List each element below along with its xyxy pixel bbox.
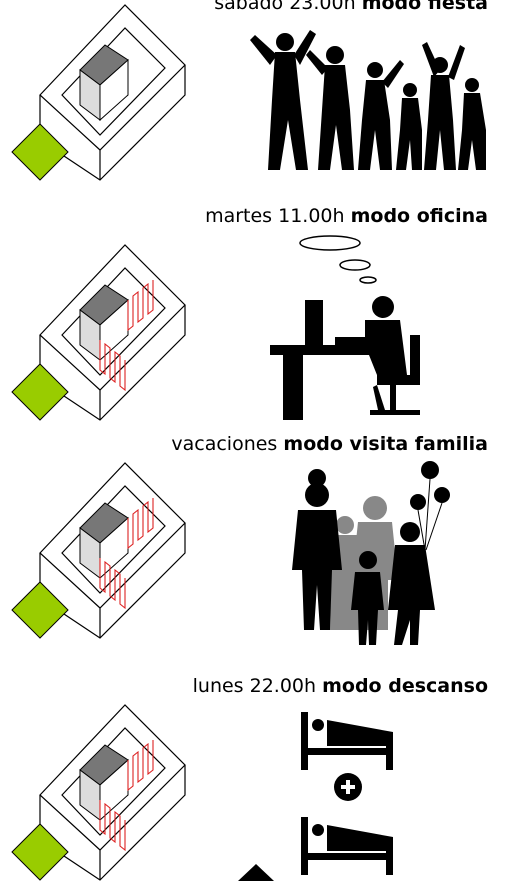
caption-oficina: martes 11.00h modo oficina — [205, 207, 488, 226]
axonometric-house-oficina — [11, 244, 186, 421]
caption-mode: modo oficina — [350, 205, 488, 227]
caption-visita-familia: vacaciones modo visita familia — [171, 435, 488, 454]
caption-mode: modo fiesta — [361, 0, 488, 14]
triangle-icon — [238, 864, 274, 881]
party-crowd-silhouette — [250, 30, 486, 170]
bed-icon — [301, 817, 393, 875]
caption-mode: modo visita familia — [283, 433, 488, 455]
caption-time: sábado 23.00h — [214, 0, 356, 14]
bed-icon — [301, 712, 393, 770]
caption-time: martes 11.00h — [205, 205, 345, 227]
caption-fiesta: sábado 23.00h modo fiesta — [214, 0, 488, 13]
staircase-red — [99, 280, 154, 392]
caption-time: vacaciones — [171, 433, 278, 455]
caption-time: lunes 22.00h — [192, 675, 317, 697]
axonometric-house-descanso — [11, 704, 186, 881]
office-worker-silhouette — [270, 235, 420, 420]
caption-mode: modo descanso — [322, 675, 488, 697]
axonometric-house-visita — [11, 462, 186, 639]
bed-plus-bed-icons — [301, 712, 393, 875]
caption-descanso: lunes 22.00h modo descanso — [193, 677, 488, 696]
family-with-balloons-silhouette — [292, 461, 450, 645]
axonometric-house-fiesta — [11, 4, 186, 181]
